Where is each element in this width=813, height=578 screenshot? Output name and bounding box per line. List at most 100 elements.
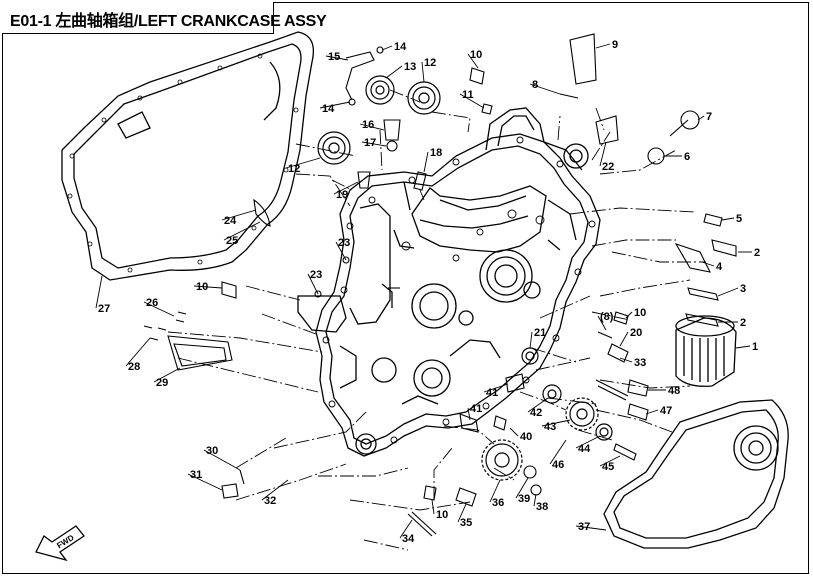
callout-pin-upper: 23: [338, 237, 350, 249]
leader-shaft-lower: [467, 407, 471, 421]
callout-washer: 8: [532, 79, 538, 91]
callout-pin-lower: 23: [310, 269, 322, 281]
leader-bearing-left: [285, 157, 321, 169]
callout-bearing-small: 13: [404, 61, 416, 73]
bearings-shape: [317, 75, 441, 165]
callout-dowel-left: 10: [196, 281, 208, 293]
callout-oil-dipstick: 7: [706, 111, 712, 123]
fwd-arrow-icon: FWD: [35, 525, 85, 562]
leader-gasket-right: [575, 525, 607, 531]
leader-washer-gear: [515, 477, 529, 499]
callout-union-bolt: 47: [660, 405, 672, 417]
small-parts-shape: [143, 33, 737, 537]
leader-clamp-top: [381, 45, 393, 51]
callout-stud: 18: [430, 147, 442, 159]
callout-collar: 19: [336, 189, 348, 201]
callout-drain-bolt: 9: [612, 39, 618, 51]
leader-circlip: [533, 493, 537, 507]
leader-gear-assy: [549, 439, 567, 465]
leader-nut: [459, 93, 485, 109]
callout-dowel-pin: 5: [736, 213, 742, 225]
leader-thrust-washer: [221, 209, 257, 221]
callout-dowel-right: 10: [634, 307, 646, 319]
leader-dowel-pin: [721, 217, 735, 221]
callout-dowel-bottom: 10: [436, 509, 448, 521]
leader-gear-mid: [541, 419, 571, 427]
gasket-left-holes: [67, 53, 299, 273]
callout-gear-large: 36: [492, 497, 504, 509]
leader-shaft-pin: [599, 455, 621, 467]
leader-pin-lower: [307, 273, 319, 295]
callout-washer-ref: (8): [600, 311, 614, 323]
callout-bearing-left: 12: [288, 163, 300, 175]
callout-bolt: 2: [754, 247, 760, 259]
leader-spring: [619, 357, 633, 363]
leader-screw-set: [143, 301, 175, 317]
callout-bearing-mid: 44: [578, 443, 591, 455]
oil-filter-shape: [675, 315, 737, 387]
callout-bearing-top: 12: [424, 57, 436, 69]
gears-shape: [481, 347, 613, 481]
callout-left-crankcase: 32: [264, 495, 276, 507]
leader-union-bolt: [645, 409, 659, 415]
callout-shaft-pin: 45: [602, 461, 614, 473]
leader-pressure-switch: [359, 123, 385, 131]
leader-breather-hose: [325, 55, 349, 61]
leader-bolt-short: [717, 287, 739, 297]
callout-clamp-top: 14: [394, 41, 407, 53]
callout-oil-filter: 1: [752, 341, 758, 353]
callout-oil-seal: 21: [534, 327, 546, 339]
callout-circlip: 38: [536, 501, 548, 513]
leader-bolt-long: [399, 519, 413, 539]
callout-shaft-lower: 41: [470, 403, 482, 415]
callout-cover-plug: 4: [716, 261, 723, 273]
title-box: E01-1 左曲轴箱组/LEFT CRANKCASE ASSY: [2, 2, 327, 34]
callout-shaft-upper: 41: [486, 387, 498, 399]
leader-gasket-left: [95, 275, 103, 309]
callout-bearing-gear: 42: [530, 407, 542, 419]
leader-half-ring: [223, 221, 261, 241]
leader-washer: [529, 83, 561, 95]
leader-oil-seal: [529, 331, 533, 349]
gasket-right-shape: [603, 399, 789, 549]
leader-washer-small: [203, 449, 241, 471]
leader-collar: [333, 181, 359, 195]
callout-oil-strainer: 29: [156, 377, 168, 389]
callout-relief-valve: 20: [630, 327, 642, 339]
leader-seal-washer: [361, 141, 387, 147]
leader-dowel-top: [467, 53, 479, 69]
leader-stud: [423, 151, 429, 173]
callout-clamp-lower: 14: [322, 103, 335, 115]
leader-bearing-gear: [527, 397, 549, 413]
leader-oil-strainer: [153, 367, 181, 383]
leader-relief-valve: [619, 331, 629, 347]
leader-gear-large: [489, 479, 501, 503]
leader-dowel-right: [625, 311, 633, 319]
callout-gasket-right: 37: [578, 521, 590, 533]
callout-half-ring: 25: [226, 235, 238, 247]
assembly-lines: [167, 89, 706, 551]
callout-bolt-long: 34: [402, 533, 415, 545]
leader-plug-cap: [599, 141, 607, 167]
callout-pressure-switch: 16: [362, 119, 374, 131]
leader-bearing-top: [421, 61, 425, 83]
leader-drain-bolt: [595, 43, 611, 49]
callout-washer-gear: 39: [518, 493, 530, 505]
callout-gear-assy: 46: [552, 459, 564, 471]
leader-lines: [95, 43, 752, 539]
callout-screw-set: 26: [146, 297, 158, 309]
callout-nut: 11: [462, 89, 474, 101]
callout-bolt-lower: 2: [740, 317, 746, 329]
callout-washer-small: 30: [206, 445, 218, 457]
leader-bracket: [457, 503, 467, 523]
callout-bracket: 35: [460, 517, 472, 529]
callout-gear-mid: 43: [544, 421, 556, 433]
callout-bolt-short: 3: [740, 283, 746, 295]
callout-seal-washer: 17: [364, 137, 376, 149]
callout-plug-cap: 22: [602, 161, 614, 173]
leader-dowel-bottom: [431, 499, 435, 515]
diagram-title: E01-1 左曲轴箱组/LEFT CRANKCASE ASSY: [10, 13, 327, 30]
callout-thrust-washer: 24: [224, 215, 237, 227]
